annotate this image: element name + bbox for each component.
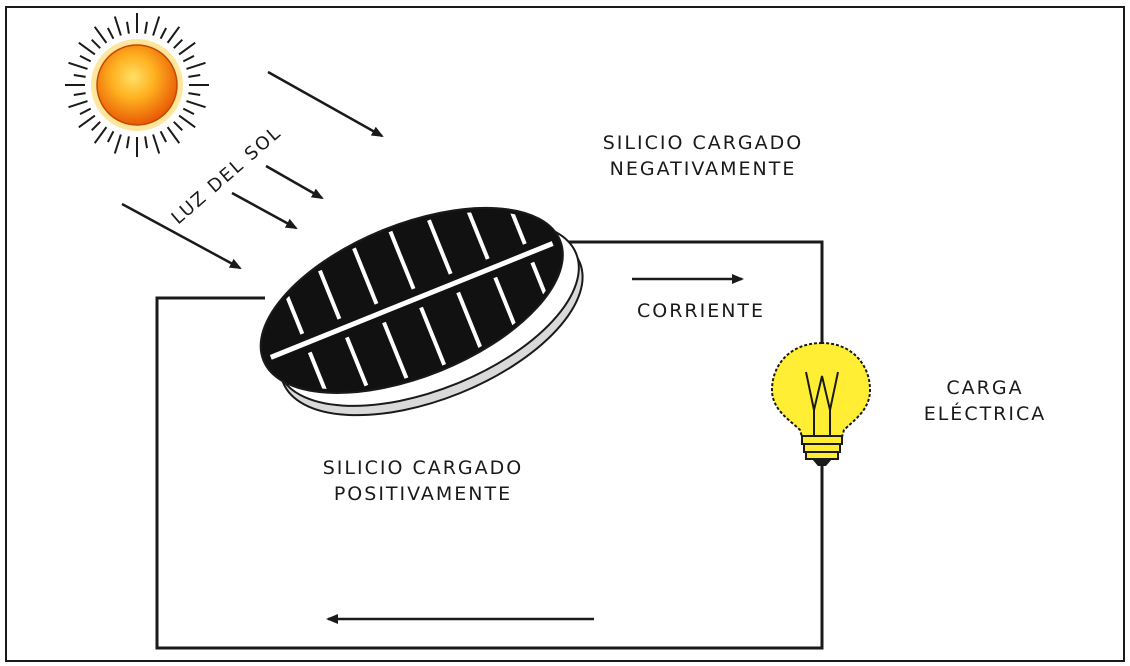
sun-ray (144, 21, 148, 34)
sun-ray (93, 26, 108, 44)
sun-ray (188, 92, 201, 96)
sun-ray (152, 16, 161, 36)
negative-silicon-line2: NEGATIVAMENTE (609, 158, 797, 180)
sun-ray (178, 41, 196, 56)
sunlight-arrow (265, 164, 324, 200)
negative-silicon-line1: SILICIO CARGADO (602, 132, 804, 154)
sun-ray (152, 134, 161, 154)
current-label: CORRIENTE (636, 300, 766, 322)
electric-load-line2: ELÉCTRICA (923, 403, 1047, 425)
sun-ray (79, 107, 92, 115)
sun-ray (90, 121, 101, 132)
sun-ray (186, 100, 206, 109)
sun-ray (186, 61, 206, 70)
sun-ray (182, 55, 195, 63)
positive-silicon-line2: POSITIVAMENTE (333, 483, 513, 505)
electric-load-line1: CARGA (946, 377, 1024, 399)
sun-ray (173, 38, 184, 49)
sunlight-arrow (121, 202, 242, 270)
sun-ray (78, 114, 96, 129)
positive-silicon-line1: SILICIO CARGADO (322, 457, 524, 479)
solar-panel-icon (259, 206, 584, 417)
sun-ray (93, 126, 108, 144)
sun-ray (188, 74, 201, 78)
sun-ray (166, 126, 181, 144)
circuit-wire-top (540, 240, 824, 345)
sun-ray (79, 55, 92, 63)
sun-icon (65, 13, 209, 157)
sun-ray (144, 136, 148, 149)
sun-ray (113, 134, 122, 154)
sun-ray (166, 26, 181, 44)
sun-ray (78, 41, 96, 56)
outer-border (5, 6, 1125, 662)
sunlight-arrow (267, 70, 384, 138)
sun-ray (90, 38, 101, 49)
sun-ray (178, 114, 196, 129)
sun-ray (159, 130, 167, 143)
sun-ray (107, 27, 115, 40)
sun-ray (68, 61, 88, 70)
sun-ray (73, 74, 86, 78)
sun-ray (173, 121, 184, 132)
sun-ray (68, 100, 88, 109)
sun-ray (182, 107, 195, 115)
sun-ray (107, 130, 115, 143)
sun-ray (73, 92, 86, 96)
negative-silicon-label: SILICIO CARGADO NEGATIVAMENTE (548, 130, 858, 182)
sunlight-arrows (121, 70, 384, 270)
panel-cell-lines (269, 206, 554, 393)
electric-load-label: CARGA ELÉCTRICA (880, 375, 1090, 427)
sun-ray (159, 27, 167, 40)
positive-silicon-label: SILICIO CARGADO POSITIVAMENTE (268, 455, 578, 507)
circuit-wire-bottom (155, 296, 824, 650)
sun-ray (126, 21, 130, 34)
sunlight-arrow (231, 191, 298, 230)
light-bulb-icon (770, 341, 872, 466)
sun-ray (126, 136, 130, 149)
sun-ray (113, 16, 122, 36)
